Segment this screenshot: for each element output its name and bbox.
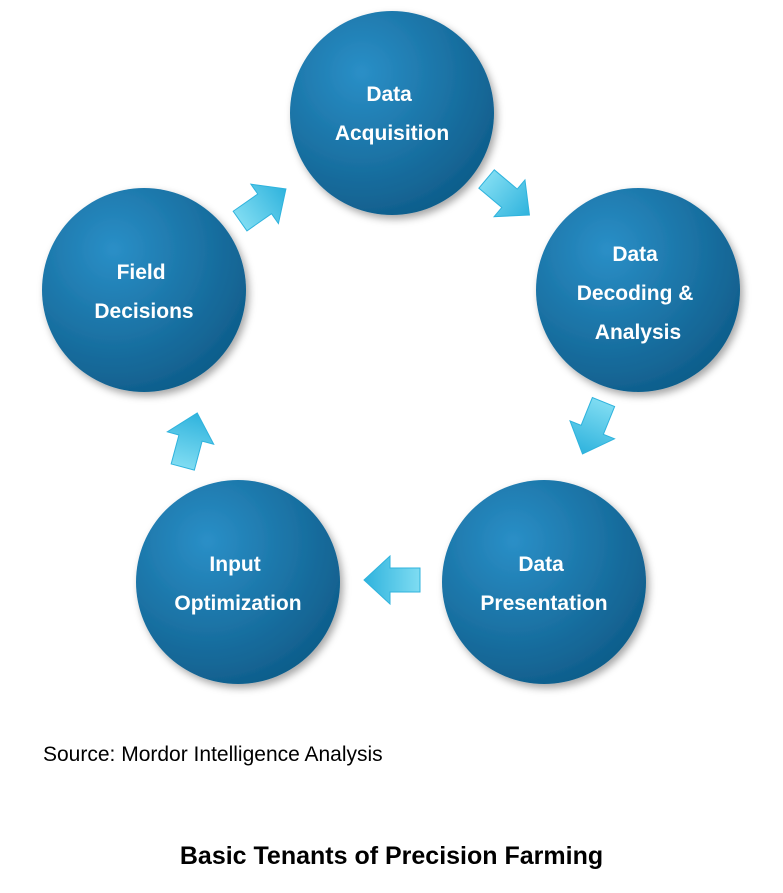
node-data-acquisition: Data Acquisition [290,11,494,215]
arrow-optimization-to-decisions [166,412,215,471]
svg-text:Input Optimization: Input Optimization [174,553,301,615]
arrow-acquisition-to-decoding [478,169,531,218]
arrow-decisions-to-acquisition [232,183,287,232]
svg-text:Data Decoding & An: Data Decoding & Analysis [577,243,700,344]
arrow-presentation-to-optimization [363,554,421,606]
node-data-decoding-analysis: Data Decoding & Analysis [536,188,740,392]
svg-text:Data Acquisition: Data Acquisition [335,83,449,145]
svg-text:Data Presentation: Data Presentation [480,553,607,615]
node-data-presentation: Data Presentation [442,480,646,684]
node-input-optimization: Input Optimization [136,480,340,684]
diagram-caption: Basic Tenants of Precision Farming [179,842,604,870]
arrow-decoding-to-presentation [569,396,616,455]
source-note: Source: Mordor Intelligence Analysis [43,743,383,766]
node-field-decisions: Field Decisions [42,188,246,392]
svg-text:Field Decisions: Field Decisions [94,261,193,323]
